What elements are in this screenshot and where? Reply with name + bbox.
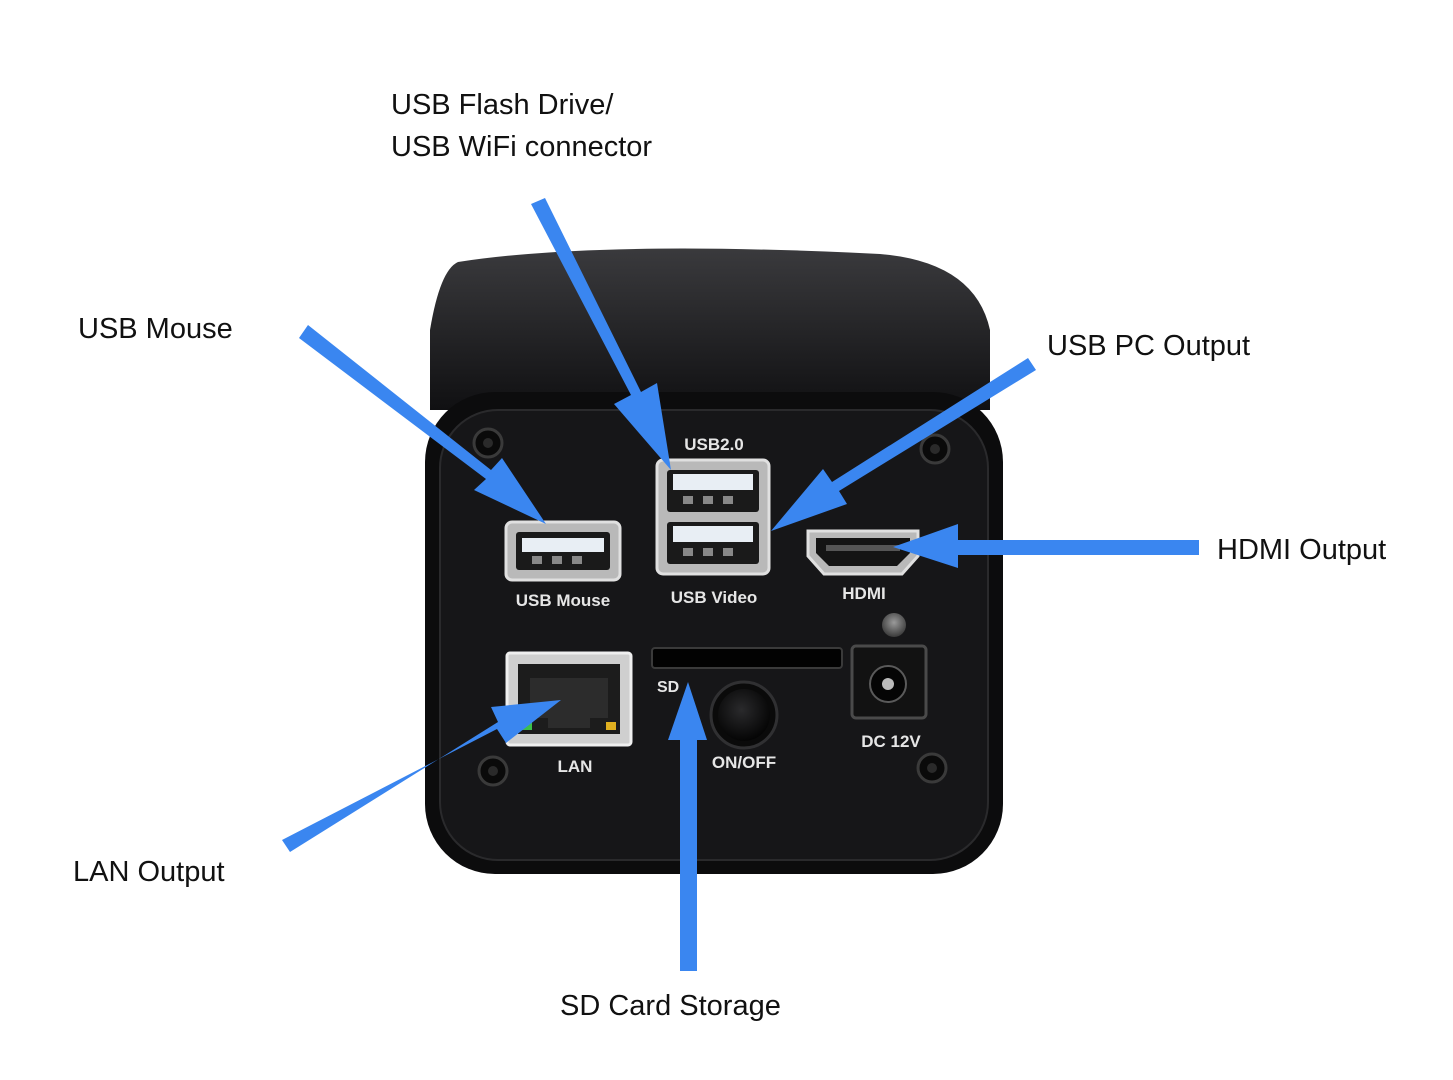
arrow-usb-pc-output: [771, 358, 1036, 531]
panel-label-usb-video: USB Video: [671, 588, 758, 607]
sd-card-slot-icon: [651, 647, 843, 669]
callout-lan-output: LAN Output: [73, 856, 225, 888]
screw-icon: [916, 752, 948, 784]
lan-port-icon: [505, 651, 633, 747]
callout-usb-mouse: USB Mouse: [78, 313, 233, 345]
hdmi-port-icon: [806, 529, 920, 576]
usb-video-port-icon: [655, 458, 771, 576]
arrow-hdmi-output: [893, 524, 1199, 568]
screw-icon: [919, 433, 951, 465]
screw-icon: [477, 755, 509, 787]
led-indicator-icon: [882, 613, 906, 637]
power-button-icon: [709, 680, 779, 750]
arrow-sd-card: [668, 682, 707, 971]
panel-label-usb20: USB2.0: [684, 435, 744, 454]
callout-sd-card-storage: SD Card Storage: [560, 990, 781, 1022]
screw-icon: [472, 427, 504, 459]
panel-label-lan: LAN: [558, 757, 593, 776]
callout-usb-flash-line1: USB Flash Drive/: [391, 89, 614, 121]
panel-label-on-off: ON/OFF: [712, 753, 776, 772]
callout-usb-pc-output: USB PC Output: [1047, 330, 1251, 362]
callout-usb-flash-line2: USB WiFi connector: [391, 131, 653, 163]
arrow-usb-mouse: [299, 325, 546, 524]
panel-label-hdmi: HDMI: [842, 584, 885, 603]
callout-hdmi-output: HDMI Output: [1217, 534, 1387, 566]
panel-label-sd: SD: [657, 679, 679, 696]
arrow-lan-output: [282, 700, 561, 852]
callout-arrows: [282, 198, 1199, 971]
panel-label-usb-mouse: USB Mouse: [516, 591, 610, 610]
panel-label-dc12v: DC 12V: [861, 732, 921, 751]
dc-power-jack-icon: [850, 644, 928, 720]
arrow-usb-flash: [531, 198, 671, 470]
callout-usb-flash-drive: USB Flash Drive/ USB WiFi connector: [391, 84, 652, 168]
usb-mouse-port-icon: [504, 520, 622, 582]
